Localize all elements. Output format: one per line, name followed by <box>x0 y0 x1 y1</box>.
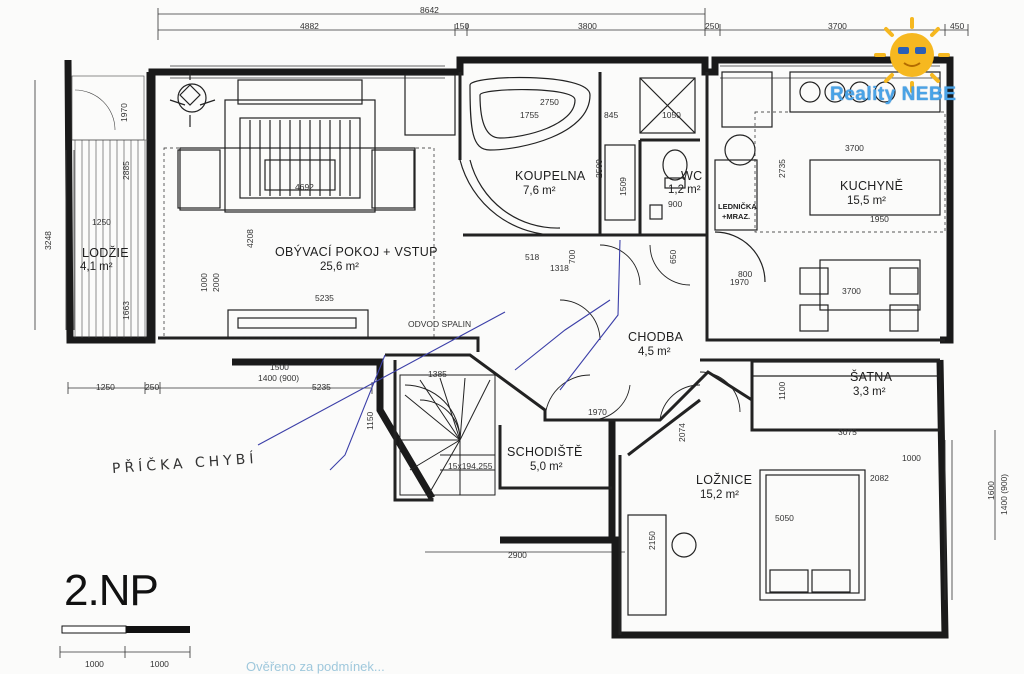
scale-bar <box>61 625 190 634</box>
reality-nebe-logo <box>874 17 950 93</box>
kitchen-fixtures <box>714 71 946 332</box>
room-label-lodzie: LODŽIE <box>82 246 129 260</box>
dim-kitchen-2: 1950 <box>870 214 889 224</box>
room-label-koupelna: KOUPELNA <box>515 169 586 183</box>
dim-bottom-2: 250 <box>145 382 160 392</box>
dim-window-2: 1400 (900) <box>258 373 300 383</box>
dim-scale-2: 1000 <box>150 659 169 669</box>
dim-v-1150: 1150 <box>365 411 375 430</box>
dim-living-width: 4692 <box>295 182 314 192</box>
room-label-loznice: LOŽNICE <box>696 473 753 487</box>
room-area-lodzie: 4,1 m² <box>80 261 113 273</box>
dim-living-width-2: 5235 <box>315 293 334 303</box>
living-room-furniture <box>163 70 456 339</box>
dim-2900: 2900 <box>508 550 527 560</box>
dim-v-2509: 2509 <box>594 159 604 178</box>
dim-top-a: 4882 <box>300 21 319 31</box>
room-area-loznice: 15,2 m² <box>700 489 739 501</box>
dim-hall-2: 1970 <box>588 407 607 417</box>
dim-v-2000: 2000 <box>211 273 221 292</box>
dim-top-f: 450 <box>950 21 965 31</box>
dim-v-700: 700 <box>567 249 577 264</box>
dim-v-1400-900: 1400 (900) <box>999 473 1009 515</box>
room-label-kuchyne: KUCHYNĚ <box>840 179 904 193</box>
handwritten-marks <box>257 239 621 471</box>
note-lednicka: LEDNIČKA <box>718 202 757 211</box>
dim-v-4208: 4208 <box>245 229 255 248</box>
room-area-wc: 1,2 m² <box>668 184 701 196</box>
dim-v-2074: 2074 <box>677 423 687 442</box>
dim-v-1509: 1509 <box>618 177 628 196</box>
dim-bath-3: 845 <box>604 110 619 120</box>
room-area-kuchyne: 15,5 m² <box>847 195 886 207</box>
dim-scale-1: 1000 <box>85 659 104 669</box>
dimension-lines <box>34 8 996 658</box>
dim-hall-1: 800 <box>738 269 753 279</box>
dim-top-b: 150 <box>455 21 470 31</box>
dim-kitchen-1: 3700 <box>845 143 864 153</box>
dim-v-2150: 2150 <box>647 531 657 550</box>
dim-stair-2: 15x194,255 <box>448 461 493 471</box>
staircase <box>399 374 496 496</box>
floor-title: 2.NP <box>64 566 159 615</box>
dim-bottom-1: 1250 <box>96 382 115 392</box>
dim-stair-1: 1385 <box>428 369 447 379</box>
footer-note: Ověřeno za podmínek... <box>246 659 385 674</box>
dim-small-900: 900 <box>668 199 683 209</box>
dim-v-1100: 1100 <box>777 381 787 400</box>
note-odvod-spalin: ODVOD SPALIN <box>408 319 472 329</box>
dim-bottom-3: 5235 <box>312 382 331 392</box>
room-area-chodba: 4,5 m² <box>638 346 671 358</box>
dim-v-1970: 1970 <box>119 103 129 122</box>
dim-bath-1: 2750 <box>540 97 559 107</box>
note-mraz: +MRAZ. <box>722 212 751 221</box>
bedroom-furniture <box>627 361 941 616</box>
dim-bed-4: 1000 <box>902 453 921 463</box>
room-label-wc: WC <box>681 169 703 183</box>
room-label-satna: ŠATNA <box>850 370 893 384</box>
windows <box>65 65 953 600</box>
dim-small-1318: 1318 <box>550 263 569 273</box>
room-area-obyvaci: 25,6 m² <box>320 261 359 273</box>
dim-bed-1: 3075 <box>838 427 857 437</box>
dim-v-2735: 2735 <box>777 159 787 178</box>
dim-top-d: 250 <box>705 21 720 31</box>
room-area-schodiste: 5,0 m² <box>530 461 563 473</box>
dim-v-650: 650 <box>668 249 678 264</box>
dim-v-3248: 3248 <box>43 231 53 250</box>
dim-top-e: 3700 <box>828 21 847 31</box>
dim-kitchen-4: 3700 <box>842 286 861 296</box>
brand-name: Reality NEBE <box>830 84 957 105</box>
dim-top-c: 3800 <box>578 21 597 31</box>
dim-bed-3: 5050 <box>775 513 794 523</box>
dim-v-2885: 2885 <box>121 161 131 180</box>
dim-lodzie-1: 1250 <box>92 217 111 227</box>
door-swings <box>544 244 741 421</box>
room-label-schodiste: SCHODIŠTĚ <box>507 445 583 459</box>
dim-bath-2: 1755 <box>520 110 539 120</box>
room-area-koupelna: 7,6 m² <box>523 185 556 197</box>
outer-walls <box>64 56 954 639</box>
room-area-satna: 3,3 m² <box>853 386 886 398</box>
dim-top-total: 8642 <box>420 5 439 15</box>
room-label-chodba: CHODBA <box>628 330 684 344</box>
dim-small-518: 518 <box>525 252 540 262</box>
dim-bed-2: 2082 <box>870 473 889 483</box>
inner-walls <box>158 72 945 635</box>
dim-bath-4: 1050 <box>662 110 681 120</box>
dim-v-1600: 1600 <box>986 481 996 500</box>
dim-window-1: 1500 <box>270 362 289 372</box>
room-label-obyvaci: OBÝVACÍ POKOJ + VSTUP <box>275 245 438 259</box>
dim-kitchen-3: 1970 <box>730 277 749 287</box>
lodzie-decking <box>71 75 148 338</box>
dim-v-1663: 1663 <box>121 301 131 320</box>
bathroom-fixtures <box>459 76 696 236</box>
